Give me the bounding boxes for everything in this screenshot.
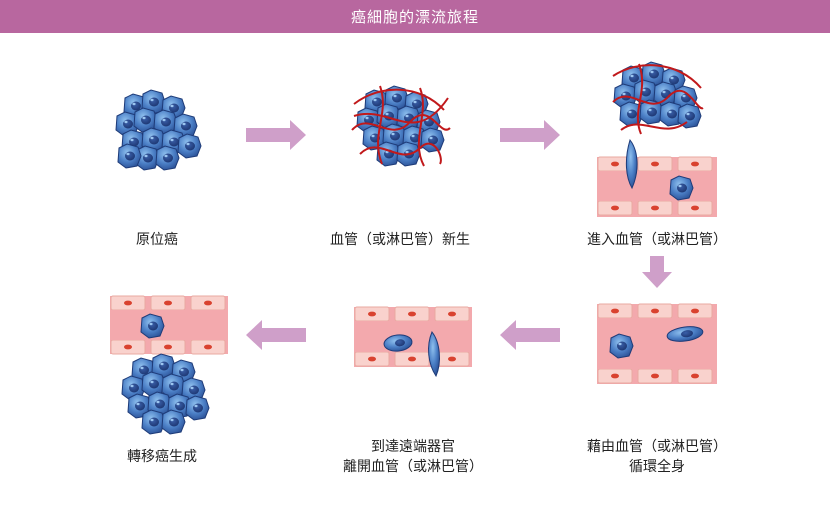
- step-label-metastasis: 轉移癌生成: [127, 449, 197, 465]
- cancer-cell-cluster-metastasis: [121, 353, 210, 435]
- diagram-title: 癌細胞的漂流旅程: [350, 8, 479, 26]
- arrow-left-icon: [246, 320, 306, 350]
- step-label-angiogenesis: 血管（或淋巴管）新生: [330, 232, 470, 248]
- title-bar: 癌細胞的漂流旅程: [0, 0, 830, 33]
- step-label-extravasation: 到達遠端器官 離開血管（或淋巴管）: [343, 439, 483, 475]
- blood-vessel-extravasation: [354, 306, 472, 378]
- cancer-cell-cluster-angiogenesis: [351, 85, 451, 167]
- arrow-right-icon: [246, 120, 306, 150]
- cancer-cell-cluster-intravasation: [612, 61, 704, 135]
- cancer-cell-cluster-in-situ: [115, 89, 202, 171]
- blood-vessel-circulation: [597, 303, 717, 384]
- blood-vessel-metastasis: [110, 295, 228, 355]
- step-label-intravasation: 進入血管（或淋巴管）: [587, 232, 727, 248]
- step-label-in-situ: 原位癌: [136, 232, 178, 248]
- step-label-circulation: 藉由血管（或淋巴管） 循環全身: [587, 439, 727, 475]
- arrow-right-icon: [500, 120, 560, 150]
- arrow-down-icon: [642, 256, 672, 288]
- blood-vessel-intravasation: [597, 138, 717, 217]
- arrow-left-icon: [500, 320, 560, 350]
